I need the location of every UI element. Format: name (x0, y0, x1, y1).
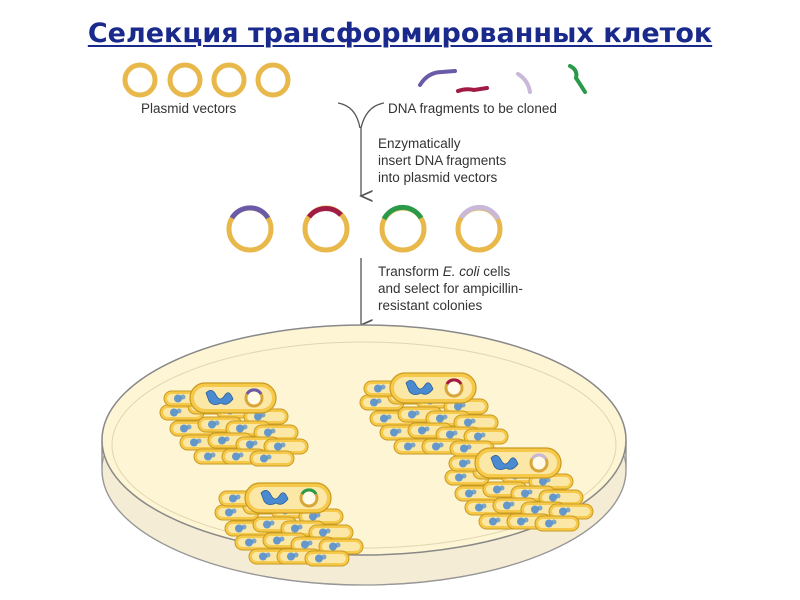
dish-inner-rim (111, 341, 617, 549)
bacterial-cell (304, 550, 350, 567)
step2-text-line3: resistant colonies (378, 298, 483, 313)
plasmid-vector (167, 62, 203, 98)
step1-text-line2: insert DNA fragments (378, 153, 507, 168)
colony (159, 382, 309, 467)
bacterial-cell (318, 538, 364, 555)
bacterial-cell (263, 438, 309, 455)
page-title: Селекция трансформированных клеток (0, 18, 800, 49)
dna-fragment (516, 72, 532, 94)
plasmid-vector (211, 62, 247, 98)
recombinant-plasmid (379, 204, 427, 253)
bacterial-cell (453, 414, 499, 431)
transformed-cell (389, 372, 477, 404)
step2-text-line1: Transform E. coli cells (378, 264, 511, 279)
transformed-cell (474, 447, 562, 479)
colony (444, 447, 594, 532)
plasmid-vectors-row (122, 62, 291, 98)
recombinant-plasmid (302, 205, 350, 253)
recombinant-plasmid (455, 204, 503, 253)
step1-text-line1: Enzymatically (378, 136, 461, 151)
recombinant-plasmids-row (226, 204, 503, 253)
step1-text-line3: into plasmid vectors (378, 170, 498, 185)
dna-fragment (418, 69, 457, 87)
colony (214, 482, 364, 567)
bacterial-cell (249, 450, 295, 467)
dna-fragment (456, 86, 489, 93)
bacterial-cell (308, 524, 354, 541)
recombinant-plasmid (226, 205, 274, 253)
page-title-text: Селекция трансформированных клеток (87, 18, 713, 49)
plasmid-vector (255, 62, 291, 98)
step2-text-line2: and select for ampicillin- (378, 281, 523, 296)
transformed-cell (244, 482, 332, 514)
plasmid-vectors-label: Plasmid vectors (141, 101, 237, 116)
dna-fragment (568, 64, 587, 94)
step2-text-c: cells (480, 264, 511, 279)
plasmid-vector (122, 62, 158, 98)
colony (359, 372, 509, 457)
bacterial-cell (548, 503, 594, 520)
bacterial-cell (463, 428, 509, 445)
step2-text-a: Transform (378, 264, 443, 279)
bacterial-cell (538, 489, 584, 506)
bacterial-colonies (159, 372, 594, 567)
transformed-cell (189, 382, 277, 414)
step2-text-ecoli: E. coli (443, 264, 481, 279)
dna-fragments-label: DNA fragments to be cloned (388, 101, 557, 116)
dna-fragments (418, 64, 587, 94)
bacterial-cell (534, 515, 580, 532)
merge-lines (337, 102, 385, 129)
